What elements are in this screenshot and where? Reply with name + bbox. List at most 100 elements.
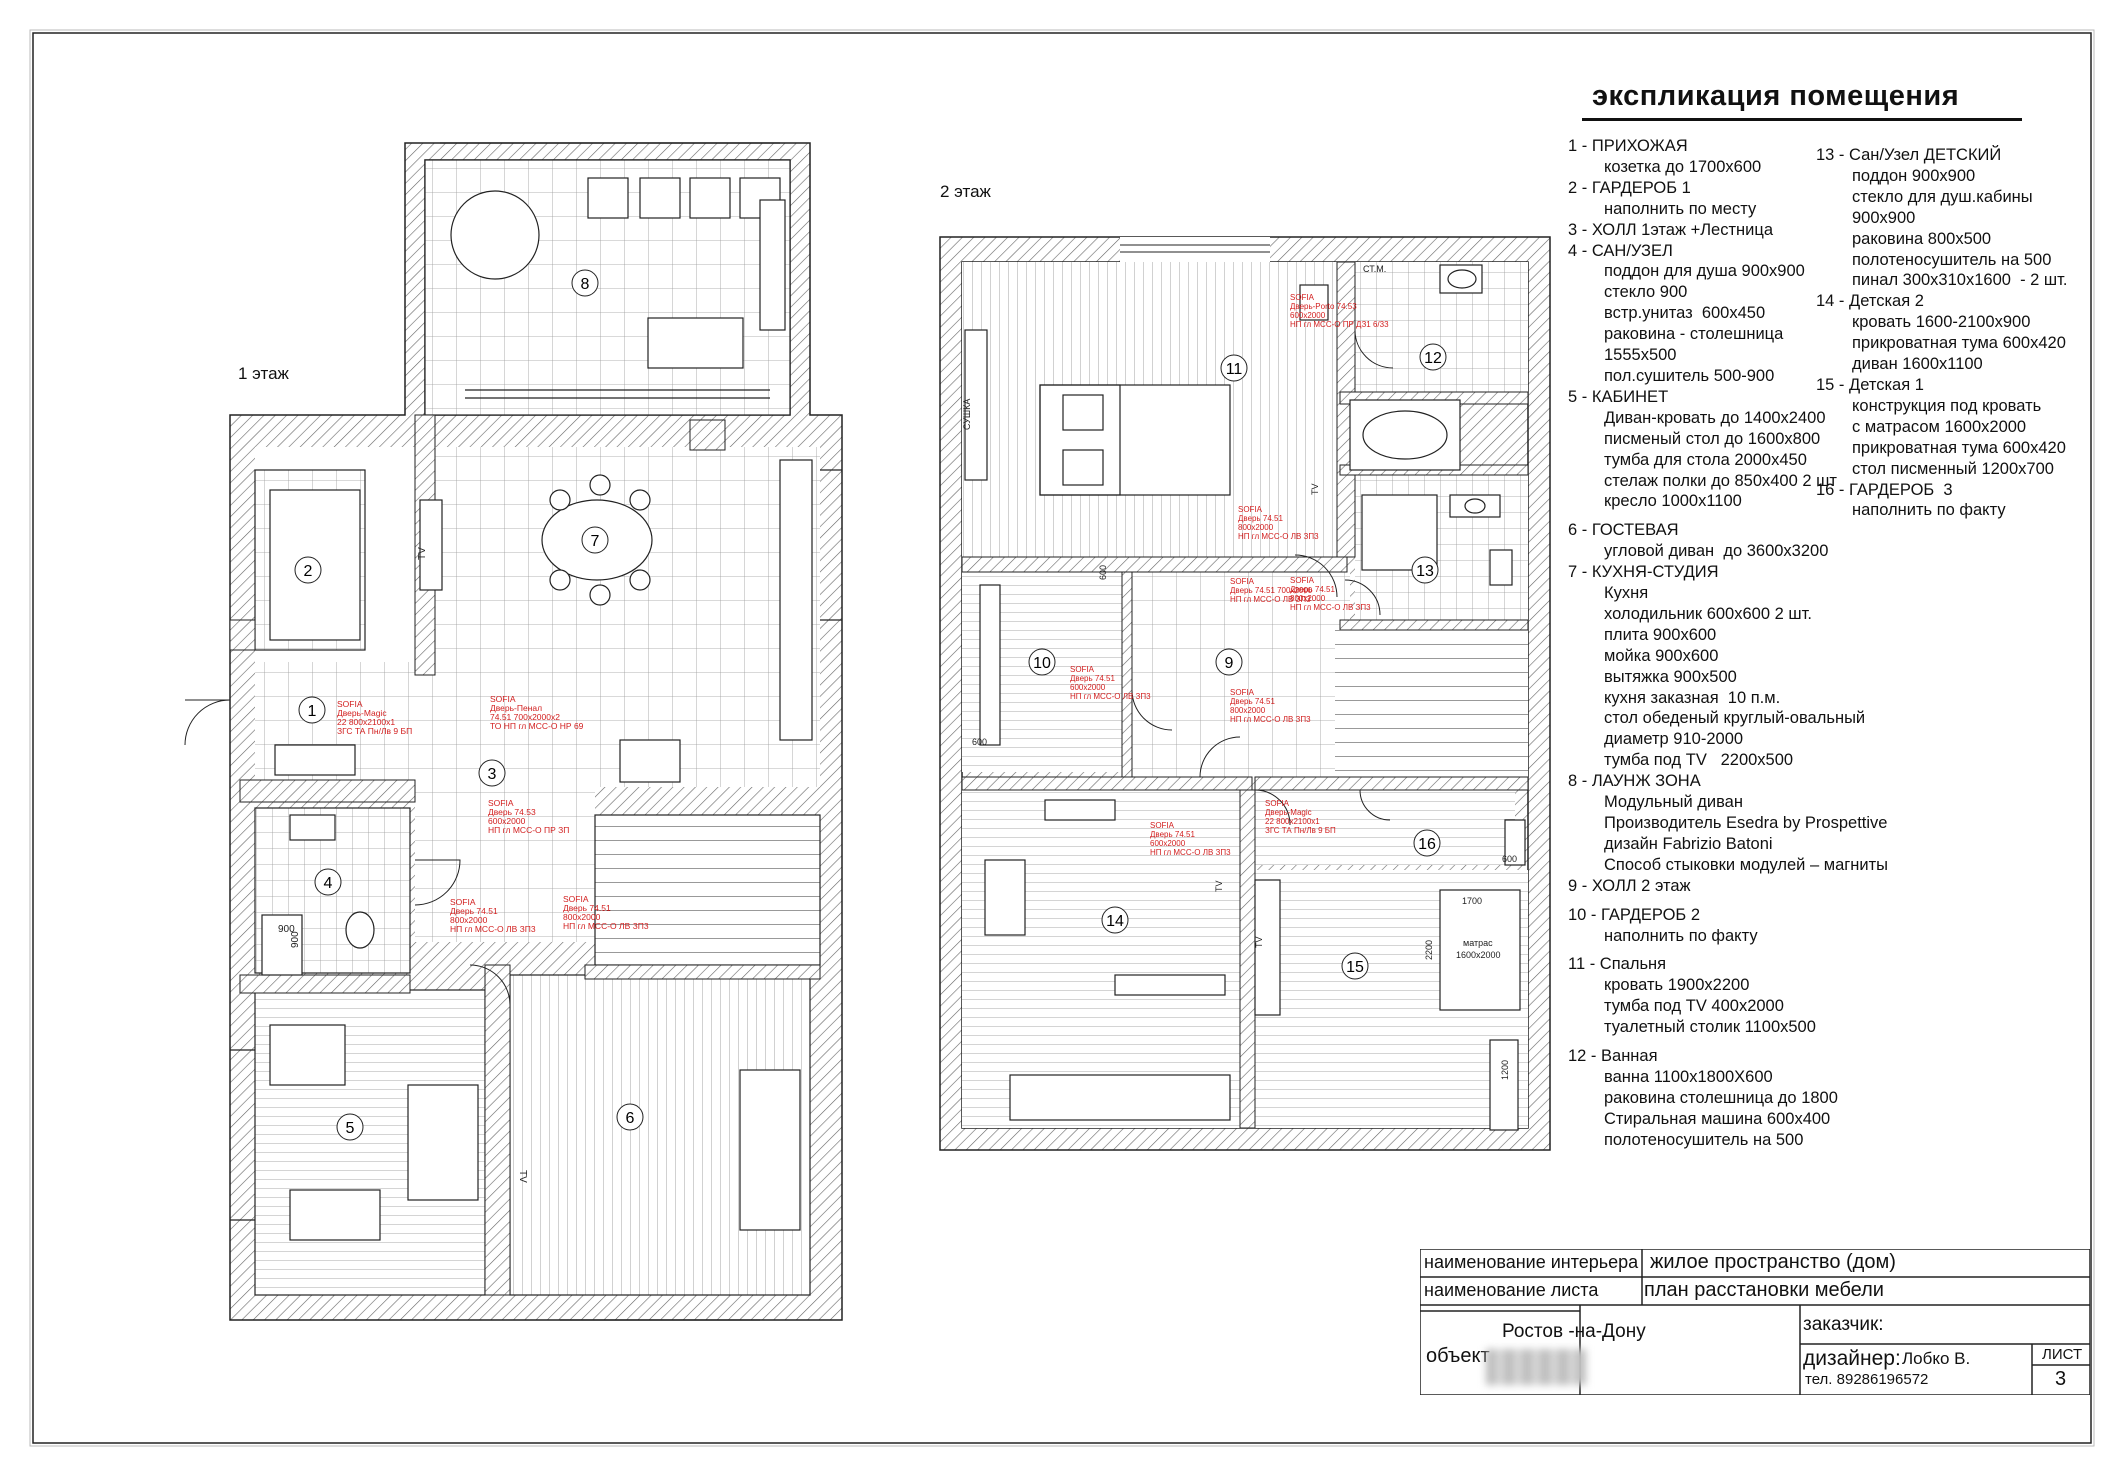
room-number-6: 6	[626, 1110, 635, 1127]
customer-label: заказчик:	[1803, 1314, 1884, 1335]
title-block-text: наименование интерьера жилое пространств…	[1420, 1249, 2090, 1395]
designer-label: дизайнер:	[1803, 1347, 1901, 1370]
door-note: НП гл МСС-О ПР ДЗ1 6/33	[1290, 320, 1389, 329]
explication-room-heading: 13 - Сан/Узел ДЕТСКИЙ	[1816, 146, 2002, 164]
room-16-marker: 16	[1413, 829, 1441, 857]
spacer	[1568, 946, 1888, 954]
sheet-name-value: план расстановки мебели	[1644, 1279, 1884, 1301]
tv-label-f2c: TV	[1310, 483, 1320, 495]
door-note: 600x2000	[488, 816, 526, 826]
room-number-4: 4	[324, 875, 333, 892]
mattress-size: 1600x2000	[1456, 950, 1501, 960]
explication-room-item: стекло 900	[1604, 283, 1688, 302]
explication-room-item: диван 1600x1100	[1852, 355, 1983, 374]
door-note: Дверь 74.51	[450, 906, 498, 916]
dim-1700: 1700	[1462, 896, 1482, 906]
door-note: НП гл МСС-О ЛВ ЗП3	[1230, 595, 1311, 604]
dim-900-a: 900	[278, 924, 295, 935]
designer-name: Лобко В.	[1902, 1349, 1971, 1368]
interior-name-value: жилое пространство (дом)	[1650, 1251, 1896, 1273]
door-note: НП гл МСС-О ПР ЗП	[488, 825, 569, 835]
room-13-marker: 13	[1411, 556, 1439, 584]
explication-room-heading: 8 - ЛАУНЖ ЗОНА	[1568, 772, 1701, 791]
explication-room-heading: 10 - ГАРДЕРОБ 2	[1568, 905, 1700, 924]
dim-600-b: 600	[972, 737, 987, 747]
explication-room-item: конструкция под кровать	[1852, 396, 2042, 415]
door-note: НП гл МСС-О ЛВ ЗП3	[1230, 715, 1311, 724]
explication-room-item: прикроватная тума 600x420	[1852, 334, 2066, 353]
dim-900-b: 900	[290, 931, 301, 948]
room-number-2: 2	[304, 563, 313, 580]
door-note: Дверь 74.51	[1230, 697, 1275, 706]
explication-room-item: мойка 900x600	[1604, 646, 1719, 665]
explication-room-item: Диван-кровать до 1400x2400	[1604, 408, 1826, 427]
door-note: 22 800x2100x1	[337, 717, 395, 727]
explication-room-item: стелаж полки до 850x400 2 шт	[1604, 471, 1837, 490]
explication-room-item: наполнить по месту	[1604, 199, 1757, 218]
tv-label-f1b: TV	[517, 1170, 528, 1183]
door-note: SOFIA	[1070, 665, 1095, 674]
explication-room-item: наполнить по факту	[1604, 926, 1758, 945]
explication-room-item: раковина столешница до 1800	[1604, 1088, 1838, 1107]
spacer	[1568, 1038, 1888, 1046]
door-note: SOFIA	[563, 894, 589, 904]
object-label: объект	[1426, 1345, 1490, 1367]
explication-room-item: стол обеденый круглый-овальный	[1604, 709, 1866, 728]
door-note: ЗГС ТА Пн/Лв 9 БП	[1265, 826, 1336, 835]
object-value: Ростов -на-Дону	[1502, 1321, 1646, 1342]
spacer	[1568, 897, 1888, 905]
explication-room-heading: 5 - КАБИНЕТ	[1568, 387, 1669, 406]
explication-room-item: Модульный диван	[1604, 793, 1743, 812]
st-m-label: СТ.М.	[1363, 264, 1386, 274]
explication-room-heading: 6 - ГОСТЕВАЯ	[1568, 521, 1679, 540]
explication-room-item: тумба под TV 2200x500	[1604, 751, 1794, 770]
room-number-10: 10	[1033, 655, 1051, 672]
sheet-frame	[32, 32, 2092, 1444]
explication-room-item: наполнить по факту	[1852, 501, 2006, 520]
room-6-marker: 6	[616, 1103, 644, 1131]
title-block	[1420, 1249, 2090, 1395]
room-number-14: 14	[1106, 913, 1124, 930]
door-note: SOFIA	[337, 699, 363, 709]
door-note: Дверь 74.51	[1290, 585, 1335, 594]
explication-room-heading: 16 - ГАРДЕРОБ 3	[1816, 480, 1953, 499]
door-note: SOFIA	[1230, 688, 1255, 697]
door-note: SOFIA	[1265, 799, 1290, 808]
explication-room-item: ванна 1100x1800X600	[1604, 1067, 1773, 1086]
door-note: SOFIA	[450, 897, 476, 907]
explication-room-item: писменый стол до 1600x800	[1604, 429, 1821, 448]
explication-room-heading: 1 - ПРИХОЖАЯ	[1568, 137, 1688, 155]
door-note: 800x2000	[1290, 594, 1326, 603]
door-note: 800x2000	[563, 912, 601, 922]
explication-room-item: полотеносушитель на 500	[1852, 250, 2052, 269]
door-note: НП гл МСС-О ЛВ ЗП3	[1290, 603, 1371, 612]
sheet-number: 3	[2055, 1368, 2067, 1390]
door-note: НП гл МСС-О ЛВ ЗП3	[1150, 848, 1231, 857]
object-address-redacted	[1486, 1349, 1586, 1385]
sheet-number-label: ЛИСТ	[2042, 1346, 2083, 1363]
door-note: Дверь 74.51	[1070, 674, 1115, 683]
room-number-11: 11	[1226, 361, 1243, 378]
door-note: SOFIA	[1150, 821, 1175, 830]
door-note: Дверь 74.53	[488, 807, 536, 817]
door-note: 600x2000	[1150, 839, 1186, 848]
door-note: SOFIA	[490, 694, 516, 704]
door-note: Дверь 74.51	[1150, 830, 1195, 839]
floor-2-label: 2 этаж	[940, 182, 991, 201]
room-8-marker: 8	[571, 269, 599, 297]
room-number-3: 3	[488, 766, 497, 783]
explication-room-item: встр.унитаз 600x450	[1604, 304, 1766, 323]
explication-room-heading: 14 - Детская 2	[1816, 292, 1924, 311]
